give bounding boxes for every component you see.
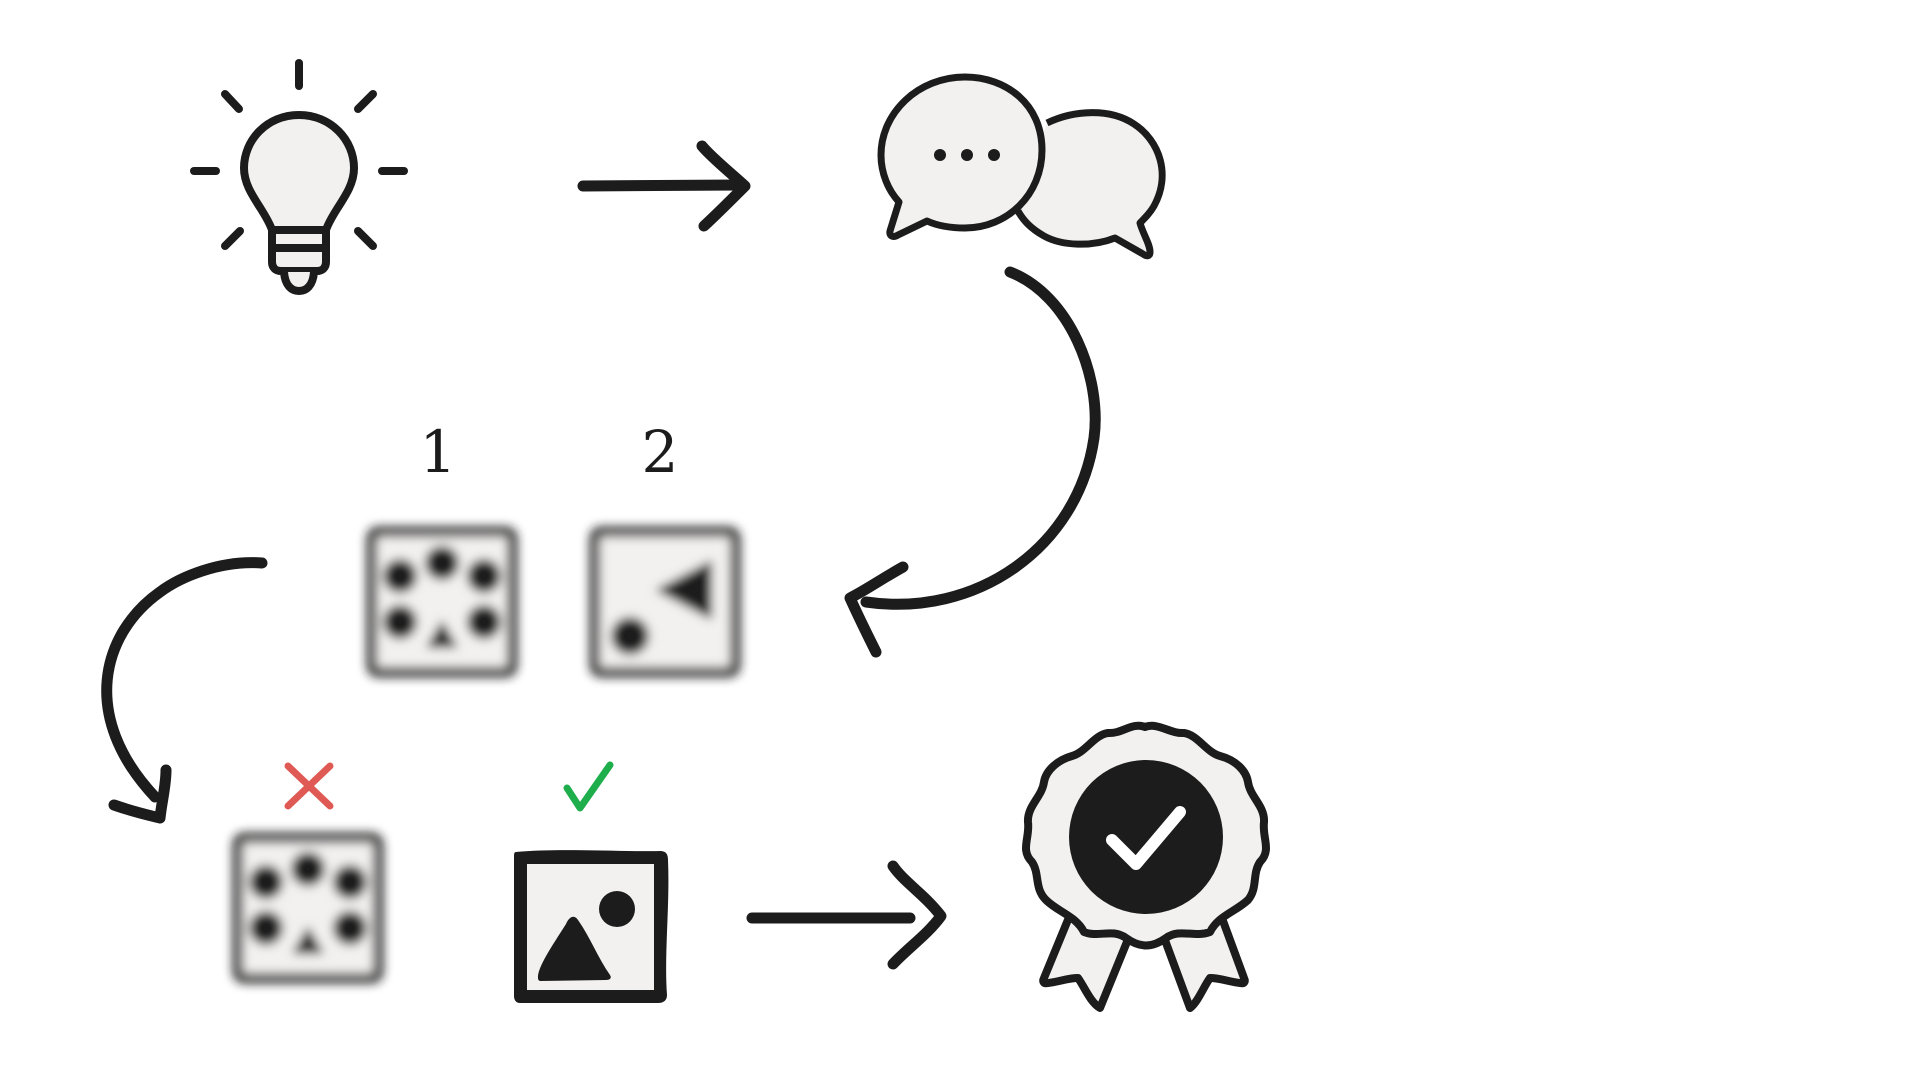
selected-image-icon — [514, 850, 669, 1003]
arrow-right-icon — [577, 140, 751, 232]
checkmark-icon — [563, 761, 614, 812]
chat-bubbles-icon — [877, 73, 1166, 260]
option-label-1: 1 — [420, 418, 457, 486]
cross-icon — [284, 762, 334, 810]
lightbulb-icon — [190, 59, 408, 295]
blurred-option-1-icon — [367, 527, 517, 677]
blurred-option-2-icon — [590, 527, 740, 677]
option-label-2: 2 — [642, 418, 679, 486]
blurred-rejected-option-icon — [233, 833, 383, 983]
curved-arrow-down-icon — [101, 557, 268, 824]
curved-arrow-down-left-icon — [844, 266, 1101, 658]
arrow-right-2-icon — [746, 860, 947, 970]
award-ribbon-check-icon — [1021, 721, 1271, 1012]
